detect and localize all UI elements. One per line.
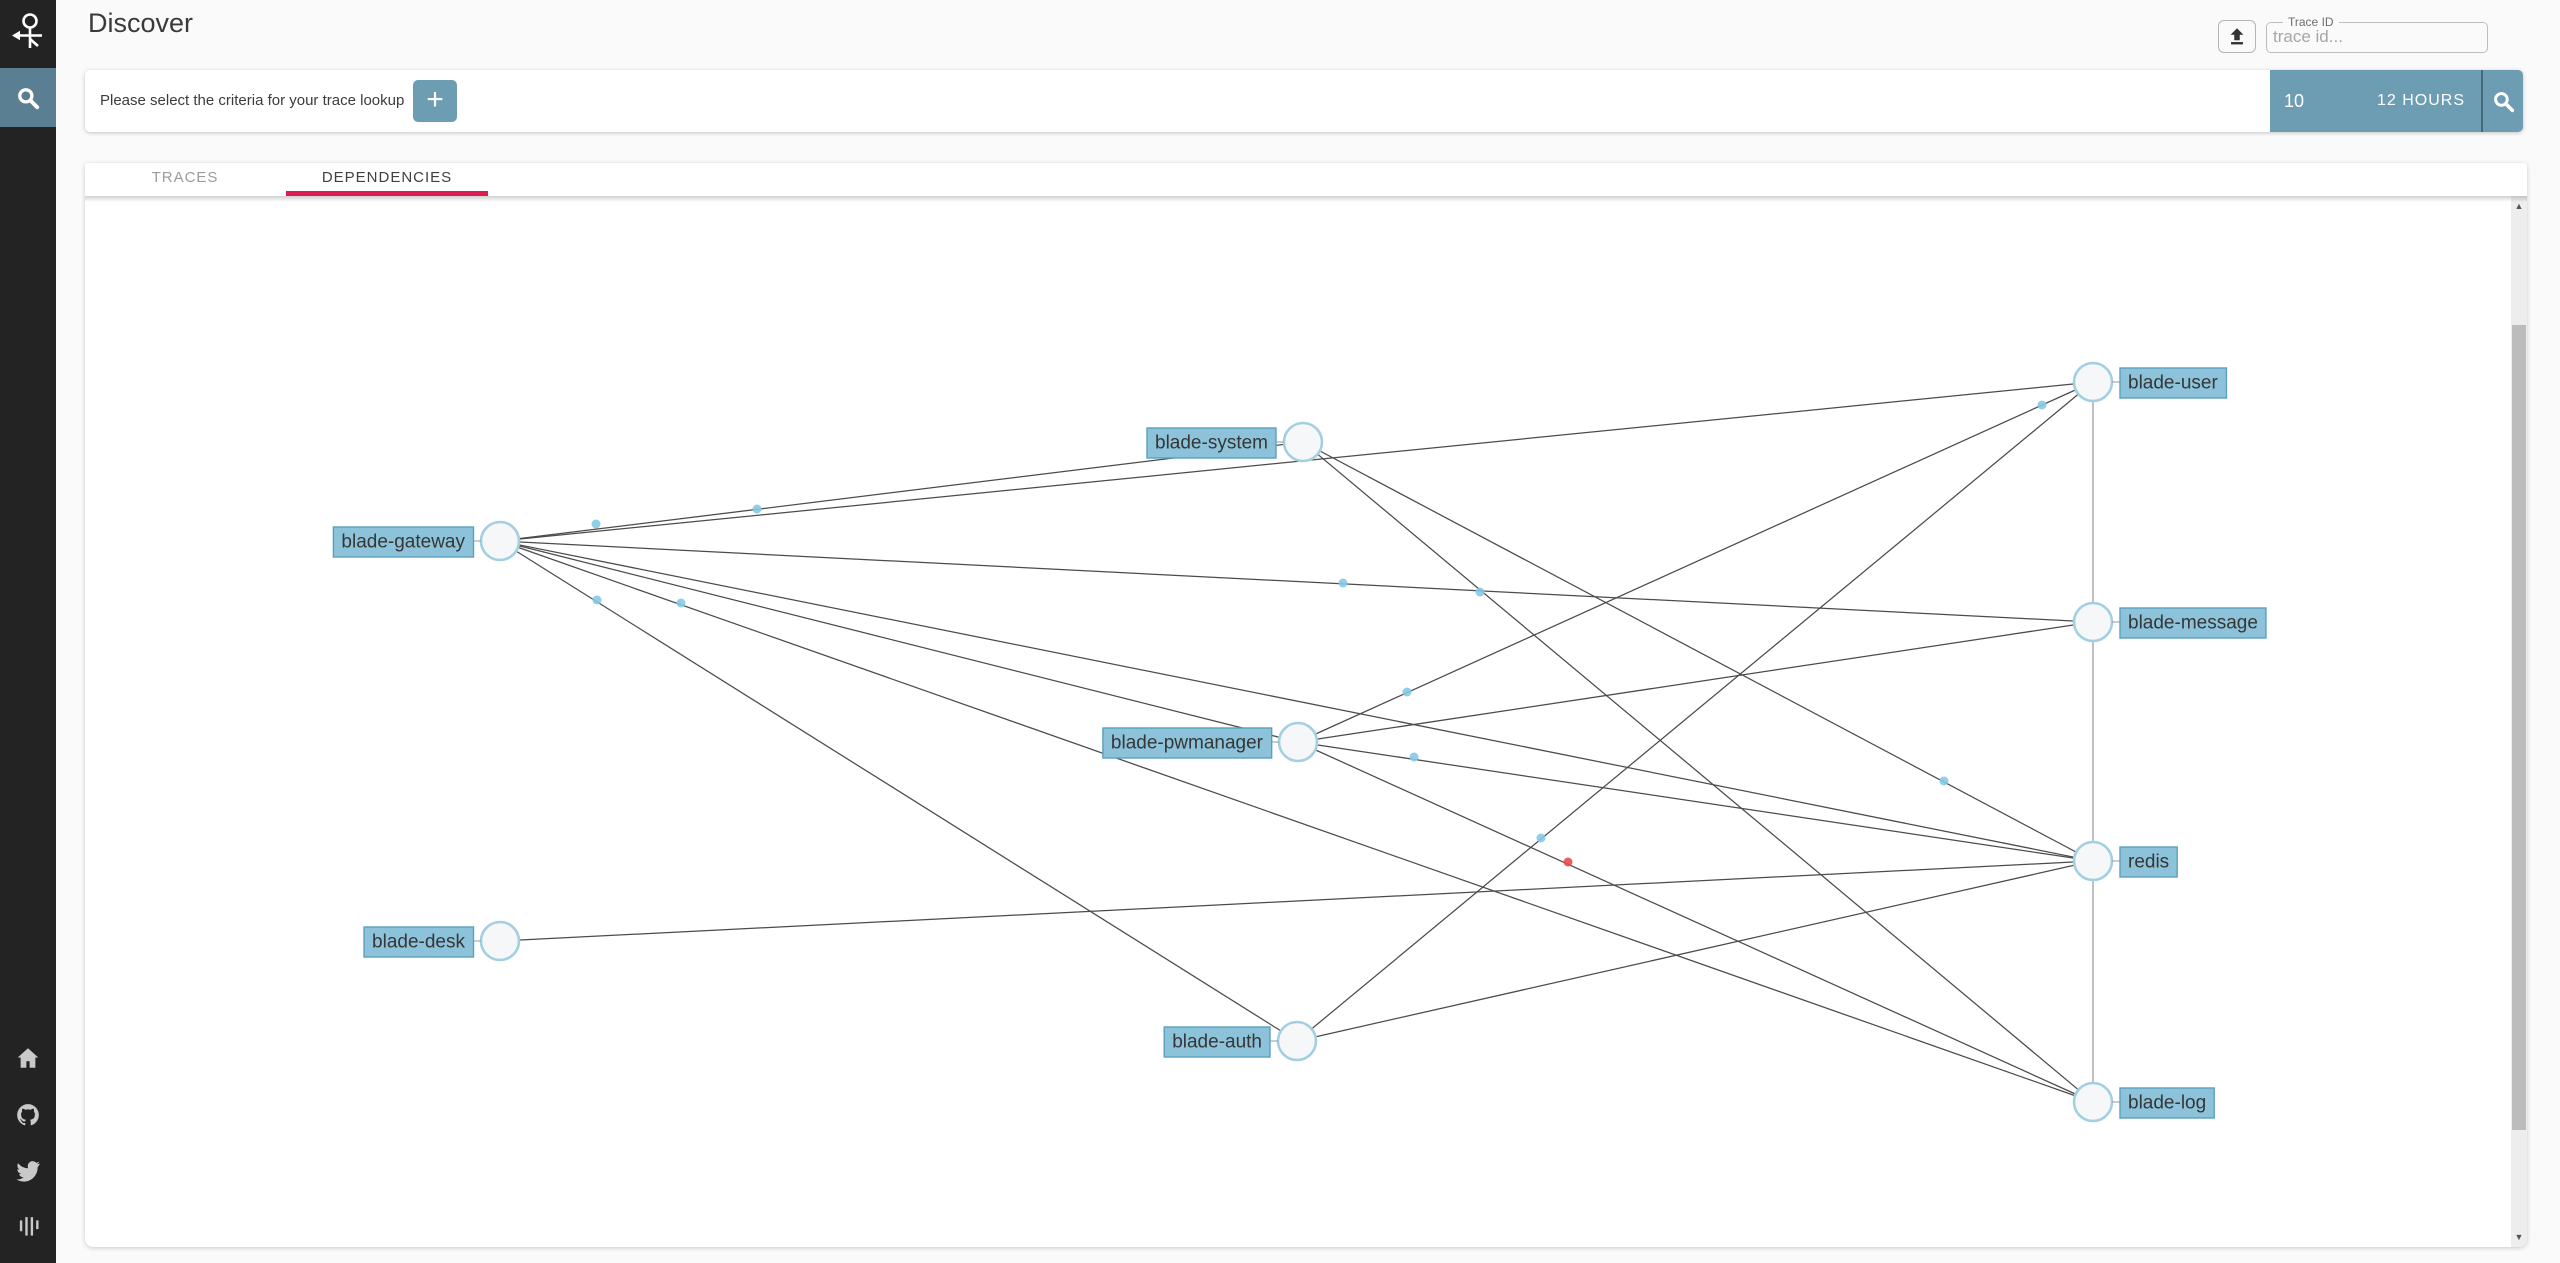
service-label-box-blade-auth[interactable] [1163, 1026, 1271, 1058]
traffic-dot [1338, 578, 1348, 588]
sidebar-item-github[interactable] [0, 1102, 56, 1128]
scroll-down-arrow[interactable]: ▼ [2514, 1232, 2524, 1242]
edge-blade-auth-to-redis [1316, 864, 2074, 1038]
zipkin-logo-icon [12, 13, 42, 48]
service-node-blade-pwmanager[interactable] [1277, 721, 1319, 763]
service-label-box-blade-gateway[interactable] [332, 526, 475, 558]
service-label-box-blade-log[interactable] [2119, 1087, 2215, 1119]
traffic-dot [591, 519, 601, 529]
edge-blade-gateway-to-blade-system [519, 443, 1284, 540]
sidebar-item-twitter[interactable] [0, 1158, 56, 1184]
sidebar-item-gitter[interactable] [0, 1215, 56, 1241]
edge-blade-gateway-to-blade-message [519, 541, 2074, 622]
service-label-box-blade-desk[interactable] [363, 926, 475, 958]
traffic-dot [592, 595, 602, 605]
dependency-graph: blade-gateway blade-system blade-pwmanager… [332, 361, 2267, 1123]
trace-lookup-bar: Please select the criteria for your trac… [85, 70, 2523, 132]
home-icon [17, 1048, 39, 1068]
service-label-blade-pwmanager[interactable]: blade-pwmanager [1111, 733, 1264, 754]
edge-blade-pwmanager-to-redis [1317, 744, 2074, 859]
trace-id-input[interactable] [2273, 24, 2479, 50]
service-node-blade-message[interactable] [2072, 601, 2114, 643]
service-label-redis[interactable]: redis [2128, 852, 2169, 873]
traffic-dot [676, 598, 686, 608]
zipkin-logo[interactable] [0, 0, 56, 68]
twitter-icon [16, 1161, 40, 1182]
sidebar-item-home[interactable] [0, 1045, 56, 1071]
edge-blade-desk-to-redis [519, 861, 2074, 941]
tab-bar: TRACES DEPENDENCIES [85, 163, 2527, 202]
edge-blade-pwmanager-to-blade-log [1315, 749, 2076, 1095]
scrollbar-thumb[interactable] [2512, 325, 2526, 1130]
service-node-blade-log[interactable] [2072, 1081, 2114, 1123]
lookup-hint-text: Please select the criteria for your trac… [100, 92, 405, 109]
search-icon [2493, 91, 2514, 112]
service-label-blade-log[interactable]: blade-log [2128, 1093, 2206, 1114]
service-node-blade-desk[interactable] [479, 920, 521, 962]
github-icon [17, 1104, 39, 1126]
scroll-up-arrow[interactable]: ▲ [2514, 201, 2524, 211]
traffic-dot [2037, 400, 2047, 410]
traffic-dot [1939, 776, 1949, 786]
tab-dependencies[interactable]: DEPENDENCIES [286, 163, 488, 196]
service-label-box-blade-system[interactable] [1146, 427, 1277, 459]
add-criteria-button[interactable]: + [413, 80, 457, 122]
dependency-graph-area: blade-gateway blade-system blade-pwmanager… [85, 196, 2511, 1247]
edge-blade-pwmanager-to-blade-user [1315, 389, 2076, 735]
divider [2481, 70, 2483, 132]
gitter-icon [19, 1217, 39, 1236]
edge-blade-gateway-to-blade-pwmanager [519, 545, 1279, 738]
service-label-blade-auth[interactable]: blade-auth [1172, 1032, 1262, 1053]
result-limit-value[interactable]: 10 [2284, 91, 2305, 111]
page-title: Discover [88, 8, 194, 38]
edge-blade-system-to-redis [1320, 450, 2076, 853]
edge-blade-auth-to-blade-user [1312, 394, 2078, 1029]
search-button[interactable] [2483, 70, 2523, 132]
service-label-box-blade-message[interactable] [2119, 607, 2267, 639]
service-node-redis[interactable] [2072, 840, 2114, 882]
traffic-dot [1402, 687, 1412, 697]
edge-blade-pwmanager-to-blade-message [1317, 624, 2074, 740]
service-label-blade-system[interactable]: blade-system [1155, 433, 1268, 454]
results-panel: TRACES DEPENDENCIES blade-gateway blade-s… [85, 163, 2527, 1247]
edge-blade-gateway-to-blade-auth [516, 551, 1281, 1031]
upload-icon [2230, 27, 2244, 44]
service-label-box-blade-pwmanager[interactable] [1102, 727, 1273, 759]
edge-blade-gateway-to-blade-user [519, 383, 2074, 540]
traffic-dot [1536, 833, 1546, 843]
sidebar-item-search[interactable] [0, 68, 56, 127]
service-label-blade-user[interactable]: blade-user [2128, 373, 2218, 394]
service-node-blade-auth[interactable] [1276, 1020, 1318, 1062]
edge-blade-gateway-to-blade-log [518, 547, 2075, 1096]
service-node-blade-system[interactable] [1282, 421, 1324, 463]
service-label-blade-desk[interactable]: blade-desk [372, 932, 465, 953]
upload-trace-button[interactable] [2218, 20, 2256, 53]
service-label-box-redis[interactable] [2119, 846, 2178, 878]
edge-blade-system-to-blade-log [1317, 454, 2079, 1090]
traffic-dot [1475, 587, 1485, 597]
service-node-blade-gateway[interactable] [479, 520, 521, 562]
traffic-dot [752, 504, 762, 514]
traffic-dot [1563, 857, 1573, 867]
service-label-blade-gateway[interactable]: blade-gateway [341, 532, 465, 553]
trace-id-field: Trace ID [2266, 15, 2488, 53]
lookup-options: 10 12 HOURS [2270, 70, 2523, 132]
search-icon [18, 87, 40, 109]
service-node-blade-user[interactable] [2072, 361, 2114, 403]
vertical-scrollbar[interactable]: ▲ ▼ [2511, 196, 2527, 1247]
service-label-box-blade-user[interactable] [2119, 367, 2228, 399]
service-label-blade-message[interactable]: blade-message [2128, 613, 2258, 634]
edge-blade-gateway-to-redis [519, 544, 2074, 858]
lookback-value[interactable]: 12 HOURS [2376, 92, 2465, 109]
traffic-dot [1409, 752, 1419, 762]
tab-traces[interactable]: TRACES [151, 169, 219, 186]
left-sidebar [0, 0, 56, 1263]
